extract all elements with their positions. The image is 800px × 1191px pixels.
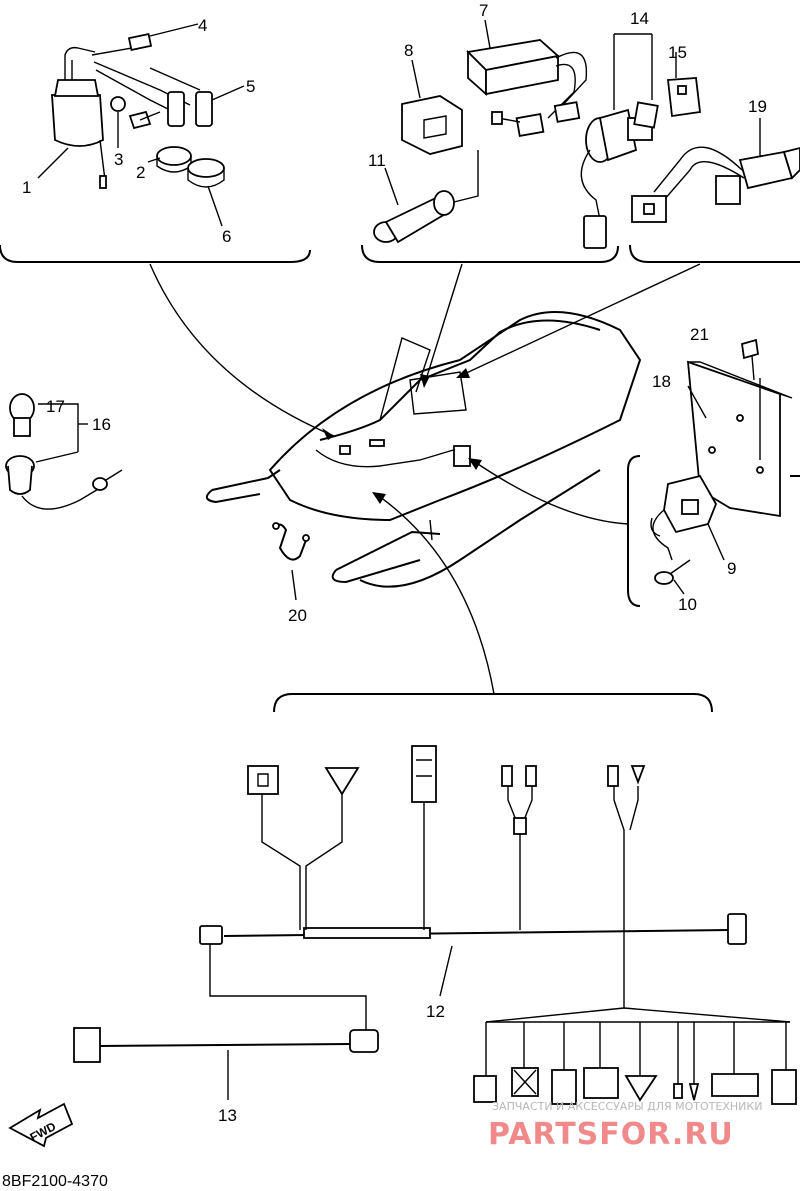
callout-16: 16	[92, 415, 111, 434]
diagram-code: 8BF2100-4370	[2, 1173, 108, 1190]
callout-20: 20	[288, 606, 307, 625]
switch-group	[580, 33, 800, 263]
callout-4: 4	[198, 16, 207, 35]
callout-1: 1	[22, 178, 31, 197]
callout-21: 21	[690, 325, 709, 344]
callout-3: 3	[114, 150, 123, 169]
cdi-unit-group	[361, 19, 619, 263]
callout-19: 19	[748, 97, 767, 116]
bulb-socket-group	[5, 393, 123, 510]
callout-9: 9	[727, 559, 736, 578]
snowmobile-outline	[205, 311, 642, 588]
callout-17: 17	[46, 397, 65, 416]
watermark-tagline: ЗАПЧАСТИ И АКСЕССУАРЫ ДЛЯ МОТОТЕХНИКИ	[492, 1100, 762, 1113]
wire-harness-group	[73, 693, 797, 1105]
callout-13: 13	[218, 1106, 237, 1125]
callout-11: 11	[368, 151, 386, 170]
callout-2: 2	[136, 163, 145, 182]
callout-18: 18	[652, 372, 671, 391]
callout-6: 6	[222, 227, 231, 246]
callout-12: 12	[426, 1002, 445, 1021]
callout-10: 10	[678, 595, 697, 614]
clamp	[272, 522, 310, 601]
callout-8: 8	[404, 41, 413, 60]
callout-5: 5	[246, 77, 255, 96]
callout-15: 15	[668, 43, 687, 62]
location-arrows	[149, 263, 701, 695]
watermark-logo: PARTSFOR.RU	[488, 1117, 734, 1152]
callout-7: 7	[479, 1, 488, 20]
ignition-coil-group	[0, 23, 311, 263]
regulator-group	[627, 338, 800, 607]
fwd-arrow: FWD	[8, 1102, 74, 1148]
callout-14: 14	[630, 9, 649, 28]
